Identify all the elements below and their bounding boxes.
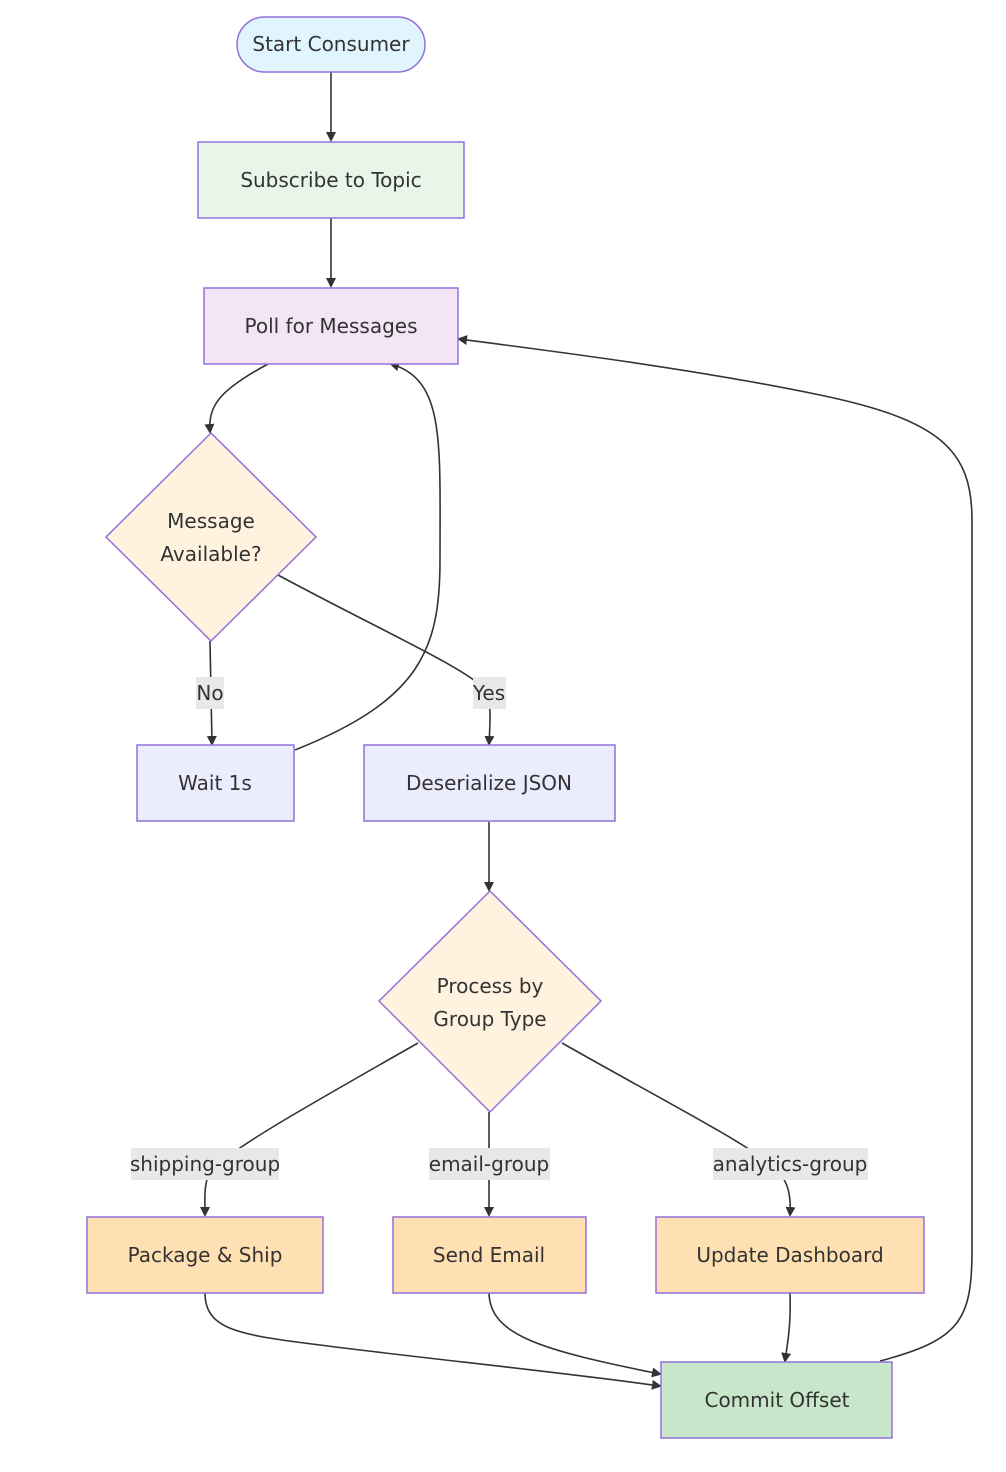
send-email-shape — [392, 1216, 587, 1294]
node-wait-1s[interactable]: Wait 1s — [136, 744, 295, 822]
edge-commit-poll — [457, 335, 973, 1362]
node-start-consumer[interactable]: Start Consumer — [236, 16, 426, 73]
send-email-label: Send Email — [433, 1243, 545, 1267]
wait-1s-shape — [136, 744, 295, 822]
update-dashboard-label: Update Dashboard — [696, 1243, 883, 1267]
commit-offset-shape — [660, 1361, 893, 1439]
deserialize-json-shape — [363, 744, 616, 822]
edge-package-commit — [204, 1292, 662, 1390]
node-commit-offset[interactable]: Commit Offset — [660, 1361, 893, 1439]
deserialize-json-label: Deserialize JSON — [406, 771, 572, 795]
edge-label-shipping: shipping-group — [130, 1148, 280, 1180]
subscribe-to-topic-label: Subscribe to Topic — [240, 168, 421, 192]
start-consumer-shape — [236, 16, 426, 73]
package-and-ship-label: Package & Ship — [128, 1243, 283, 1267]
poll-for-messages-shape — [203, 287, 459, 365]
edge-labels: No Yes shipping-group email-group analyt… — [130, 677, 868, 1180]
edge-label-email-text: email-group — [429, 1152, 549, 1176]
edge-process-package — [199, 1042, 419, 1217]
edge-label-no-text: No — [196, 681, 223, 705]
edge-poll-available — [204, 363, 269, 434]
node-package-and-ship[interactable]: Package & Ship — [86, 1216, 324, 1294]
update-dashboard-shape — [655, 1216, 925, 1294]
edge-email-commit — [488, 1292, 662, 1378]
node-subscribe-to-topic[interactable]: Subscribe to Topic — [197, 141, 465, 219]
process-by-group-type-label-line1: Process by — [437, 974, 544, 998]
commit-offset-label: Commit Offset — [704, 1388, 849, 1412]
nodes: Start Consumer Subscribe to Topic Poll f… — [86, 16, 925, 1439]
message-available-shape — [104, 431, 318, 643]
edge-label-email: email-group — [429, 1148, 550, 1180]
node-poll-for-messages[interactable]: Poll for Messages — [203, 287, 459, 365]
node-send-email[interactable]: Send Email — [392, 1216, 587, 1294]
edge-dashboard-commit — [781, 1292, 792, 1363]
message-available-label-line2: Available? — [160, 542, 261, 566]
start-consumer-label: Start Consumer — [252, 32, 410, 56]
node-message-available[interactable]: Message Available? — [104, 431, 318, 643]
process-by-group-type-shape — [377, 889, 603, 1114]
subscribe-to-topic-shape — [197, 141, 465, 219]
edge-label-analytics-text: analytics-group — [713, 1152, 868, 1176]
edge-label-no: No — [196, 677, 224, 709]
process-by-group-type-label-line2: Group Type — [433, 1007, 546, 1031]
edge-wait-poll — [294, 361, 441, 751]
node-update-dashboard[interactable]: Update Dashboard — [655, 1216, 925, 1294]
edge-label-shipping-text: shipping-group — [130, 1152, 280, 1176]
edge-label-yes: Yes — [472, 677, 506, 709]
node-deserialize-json[interactable]: Deserialize JSON — [363, 744, 616, 822]
package-and-ship-shape — [86, 1216, 324, 1294]
node-process-by-group-type[interactable]: Process by Group Type — [377, 889, 603, 1114]
poll-for-messages-label: Poll for Messages — [245, 314, 418, 338]
edge-label-yes-text: Yes — [472, 681, 505, 705]
edges — [199, 72, 973, 1390]
edge-available-deserialize — [277, 574, 495, 746]
edge-label-analytics: analytics-group — [713, 1148, 868, 1180]
message-available-label-line1: Message — [167, 509, 255, 533]
edge-process-dashboard — [561, 1042, 796, 1217]
wait-1s-label: Wait 1s — [178, 771, 252, 795]
